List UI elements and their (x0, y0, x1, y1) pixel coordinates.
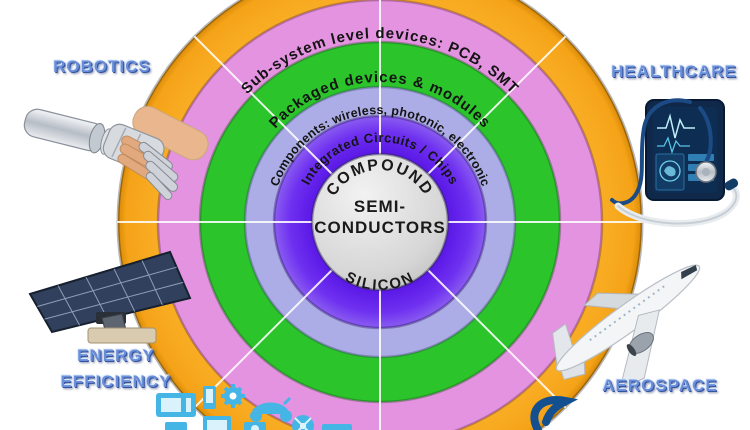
robotics-label: ROBOTICS (53, 57, 151, 76)
core-label-conductors: CONDUCTORS (314, 218, 446, 237)
energy-label-line1: ENERGY (77, 346, 155, 365)
fan-icon (292, 415, 314, 430)
core-label-semi: SEMI- (354, 197, 406, 216)
camera-icon (244, 422, 266, 430)
gear-icon (221, 384, 245, 408)
robot-human-handshake-image (23, 105, 209, 201)
energy-label-line2: EFFICIENCY (60, 372, 172, 391)
airliner-image (552, 264, 701, 393)
medical-tablet-stethoscope-image (610, 98, 740, 227)
healthcare-label: HEALTHCARE (611, 62, 737, 81)
sector-divider-spokes (117, 0, 643, 430)
aerospace-label: AEROSPACE (602, 376, 718, 395)
core-circle (310, 152, 450, 292)
consumer-electronics-icons (156, 384, 352, 430)
energy-efficiency-label: ENERGY EFFICIENCY (56, 343, 176, 395)
headphone-curve-partial (530, 396, 579, 430)
solar-panel-image (28, 250, 192, 344)
scooter-icon (250, 396, 292, 422)
